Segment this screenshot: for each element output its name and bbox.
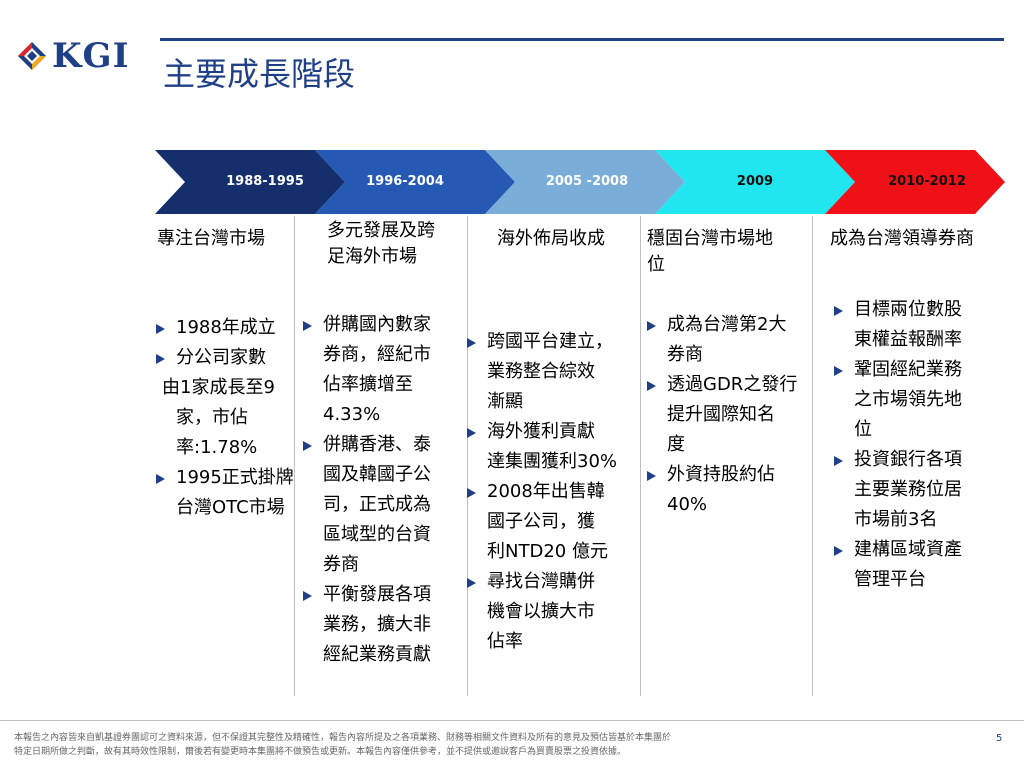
column-divider: [640, 216, 641, 696]
column-heading-2: 多元發展及跨 足海外市場: [327, 218, 435, 270]
heading-line: 專注台灣市場: [157, 228, 265, 249]
bullet-item: 投資銀行各項 主要業務位居 市場前3名: [834, 445, 1004, 535]
bullet-item: 併購香港、泰 國及韓國子公 司，正式成為 區域型的台資 券商: [303, 430, 463, 580]
bullet-triangle-icon: [303, 321, 312, 331]
timeline-arrow-2: [315, 150, 515, 214]
kgi-logo: KGI: [18, 36, 138, 76]
period-label-2: 1996-2004: [366, 174, 444, 189]
disclaimer-line: 本報告之內容皆來自凱基證券團認可之資料來源，但不保證其完整性及精確性，報告內容所…: [14, 733, 672, 743]
bullet-list-1: 1988年成立 分公司家數 由1家成長至9 家，市佔 率:1.78% 1995正…: [156, 313, 296, 523]
bullet-item: 1995正式掛牌 台灣OTC市場: [156, 463, 296, 523]
column-heading-1: 專注台灣市場: [157, 226, 265, 252]
page-title: 主要成長階段: [163, 55, 356, 93]
heading-line: 成為台灣領導券商: [830, 228, 974, 249]
bullet-triangle-icon: [467, 488, 476, 498]
bullet-item: 尋找台灣購併 機會以擴大市 佔率: [467, 567, 639, 657]
bullet-triangle-icon: [834, 306, 843, 316]
bullet-item: 外資持股約佔 40%: [647, 460, 812, 520]
heading-line: 足海外市場: [327, 246, 417, 267]
timeline-arrows: [155, 150, 1005, 214]
period-label-3: 2005 -2008: [545, 174, 629, 189]
column-heading-5: 成為台灣領導券商: [830, 226, 974, 252]
timeline-arrow-1: [155, 150, 345, 214]
heading-line: 多元發展及跨: [327, 220, 435, 241]
bullet-triangle-icon: [156, 324, 165, 334]
bullet-list-2: 併購國內數家 券商，經紀市 佔率擴增至 4.33% 併購香港、泰 國及韓國子公 …: [303, 310, 463, 670]
page-number: 5: [996, 733, 1003, 744]
disclaimer-line: 特定日期所做之判斷，故有其時效性限制，爾後若有變更時本集團將不做預告或更新。本報…: [14, 747, 627, 757]
column-divider: [812, 216, 813, 696]
heading-line: 位: [647, 254, 665, 275]
bullet-item: 平衡發展各項 業務，擴大非 經紀業務貢獻: [303, 580, 463, 670]
bullet-triangle-icon: [647, 471, 656, 481]
period-label-4: 2009: [736, 174, 774, 189]
bullet-item: 跨國平台建立， 業務整合綜效 漸顯: [467, 327, 639, 417]
bullet-item: 2008年出售韓 國子公司，獲 利NTD20 億元: [467, 477, 639, 567]
bullet-triangle-icon: [156, 354, 165, 364]
bullet-item: 成為台灣第2大 券商: [647, 310, 812, 370]
bullet-triangle-icon: [467, 578, 476, 588]
timeline-arrow-3: [485, 150, 685, 214]
column-divider: [467, 216, 468, 696]
bullet-list-3: 跨國平台建立， 業務整合綜效 漸顯 海外獲利貢獻 達集團獲利30% 2008年出…: [467, 327, 639, 657]
period-label-1: 1988-1995: [226, 174, 304, 189]
bullet-item: 透過GDR之發行 提升國際知名 度: [647, 370, 812, 460]
disclaimer: 本報告之內容皆來自凱基證券團認可之資料來源，但不保證其完整性及精確性，報告內容所…: [14, 731, 794, 759]
bullet-item: 併購國內數家 券商，經紀市 佔率擴增至 4.33%: [303, 310, 463, 430]
column-divider: [294, 216, 295, 696]
bullet-item: 分公司家數 由1家成長至9 家，市佔 率:1.78%: [156, 343, 296, 463]
bullet-triangle-icon: [467, 428, 476, 438]
timeline-arrow-5: [825, 150, 1005, 214]
bullet-triangle-icon: [834, 546, 843, 556]
kgi-logo-mark-icon: [18, 42, 46, 70]
heading-line: 海外佈局收成: [497, 228, 605, 249]
logo-text: KGI: [52, 36, 130, 76]
bullet-triangle-icon: [303, 591, 312, 601]
column-heading-4: 穩固台灣市場地 位: [647, 226, 773, 278]
bullet-triangle-icon: [834, 366, 843, 376]
bullet-triangle-icon: [467, 338, 476, 348]
bullet-item: 鞏固經紀業務 之市場領先地 位: [834, 355, 1004, 445]
bullet-triangle-icon: [156, 474, 165, 484]
bullet-list-5: 目標兩位數股 東權益報酬率 鞏固經紀業務 之市場領先地 位 投資銀行各項 主要業…: [834, 295, 1004, 595]
bullet-item: 目標兩位數股 東權益報酬率: [834, 295, 1004, 355]
bullet-triangle-icon: [303, 441, 312, 451]
bullet-triangle-icon: [647, 321, 656, 331]
timeline-arrow-4: [655, 150, 855, 214]
bullet-item: 海外獲利貢獻 達集團獲利30%: [467, 417, 639, 477]
footer-rule: [0, 720, 1024, 721]
column-heading-3: 海外佈局收成: [497, 226, 605, 252]
bullet-list-4: 成為台灣第2大 券商 透過GDR之發行 提升國際知名 度 外資持股約佔 40%: [647, 310, 812, 520]
timeline: 1988-1995 1996-2004 2005 -2008 2009 2010…: [155, 150, 1005, 214]
bullet-item: 建構區域資產 管理平台: [834, 535, 1004, 595]
bullet-item: 1988年成立: [156, 313, 296, 343]
period-label-5: 2010-2012: [888, 174, 966, 189]
bullet-triangle-icon: [834, 456, 843, 466]
title-rule: [160, 38, 1004, 41]
heading-line: 穩固台灣市場地: [647, 228, 773, 249]
bullet-triangle-icon: [647, 381, 656, 391]
